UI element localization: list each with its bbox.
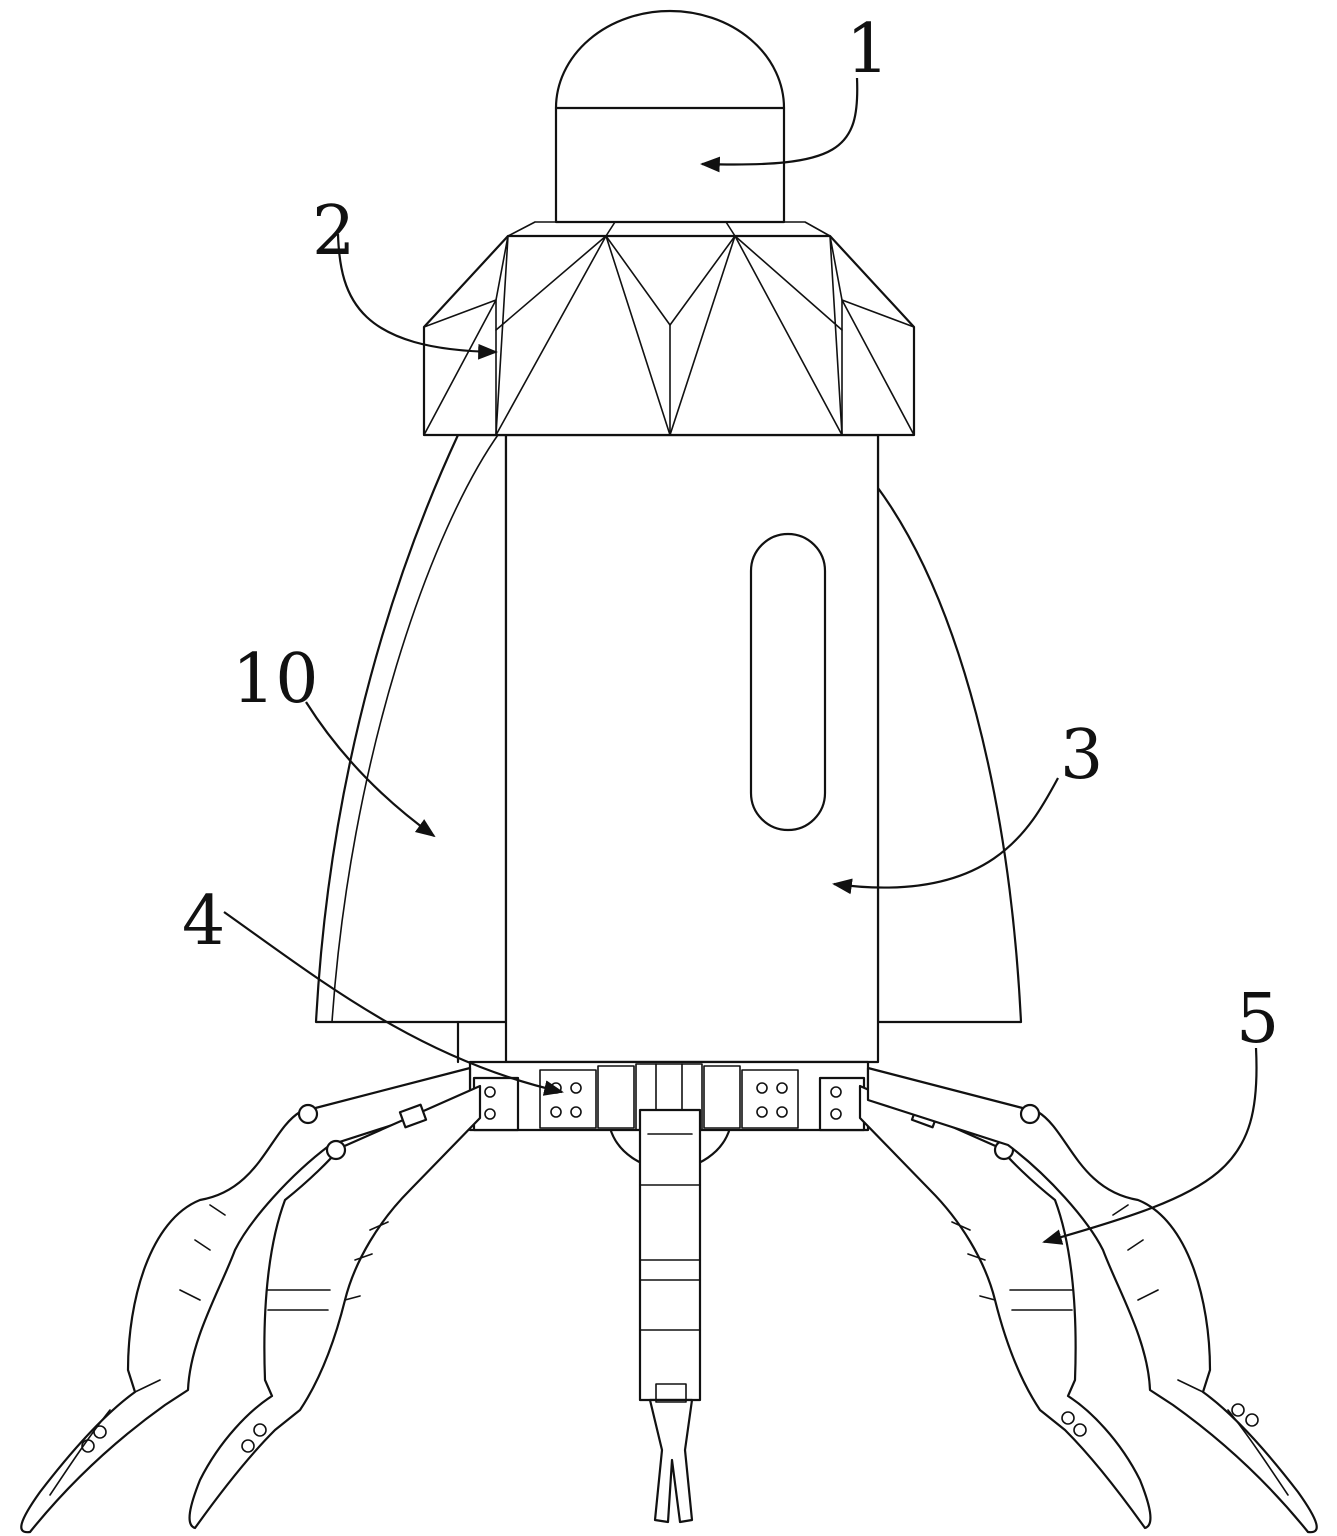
label-4: 4	[182, 882, 225, 961]
leader-1	[700, 77, 859, 173]
leg-far-right	[866, 1066, 1318, 1534]
label-5: 5	[1236, 980, 1279, 1059]
leader-4	[223, 911, 564, 1096]
leg-left	[188, 1084, 482, 1530]
leg-right	[858, 1084, 1152, 1530]
dome-cap	[554, 9, 786, 224]
side-fin-right	[876, 433, 1023, 1024]
label-2: 2	[312, 192, 355, 271]
side-fin-left	[314, 431, 508, 1064]
viewing-window	[749, 532, 827, 832]
leg-center	[638, 1108, 702, 1524]
leader-3	[832, 777, 1059, 895]
leader-2	[336, 233, 498, 360]
label-10: 10	[232, 640, 319, 719]
label-3: 3	[1060, 716, 1103, 795]
leader-5	[1042, 1047, 1258, 1245]
leg-far-left	[20, 1066, 472, 1534]
faceted-collar	[422, 221, 916, 437]
leader-10	[305, 701, 436, 838]
label-1: 1	[846, 10, 889, 89]
main-body	[504, 433, 880, 1064]
